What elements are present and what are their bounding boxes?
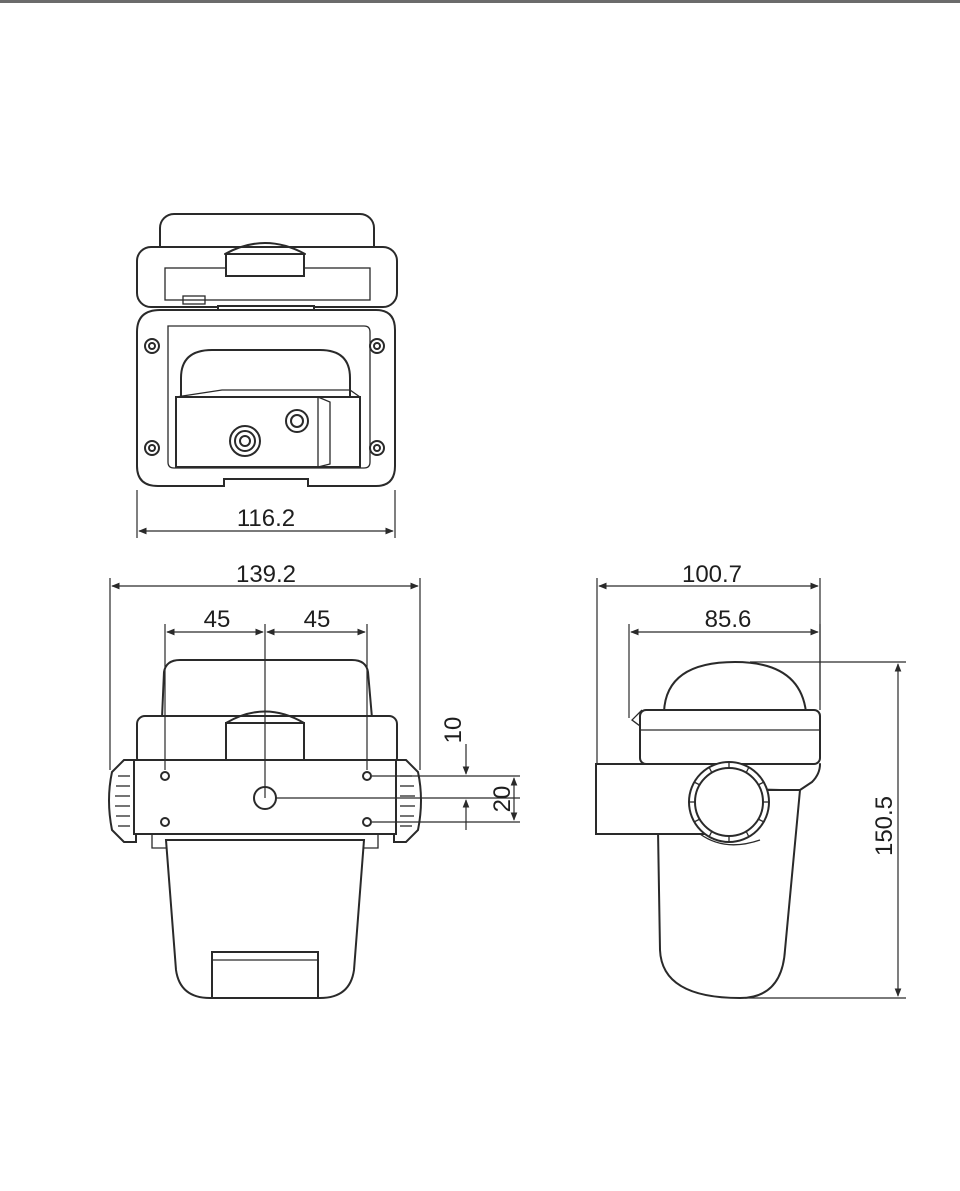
hole-bottom-left-icon <box>160 817 170 827</box>
side-lid-dome <box>662 660 808 713</box>
dim-label-side-body-width: 85.6 <box>705 606 752 633</box>
lid-latch <box>225 253 305 277</box>
dim-label-left-offset: 45 <box>204 606 231 633</box>
socket-small-icon <box>285 409 309 433</box>
side-view <box>595 660 821 1000</box>
knob-icon <box>694 767 764 837</box>
screw-bottom-right-icon <box>369 440 385 456</box>
dim-label-vertical-hole: 20 <box>489 786 516 813</box>
hinge-tab <box>182 295 206 305</box>
dim-label-top-width: 116.2 <box>237 505 295 532</box>
screw-bottom-left-icon <box>144 440 160 456</box>
dimension-vertical-holes: 10 20 <box>276 717 520 830</box>
dimension-side-height: 150.5 <box>745 661 906 999</box>
dimension-top-width: 116.2 <box>136 490 396 538</box>
hole-top-left-icon <box>160 771 170 781</box>
dimension-side-body-width: 85.6 <box>628 606 821 718</box>
top-view <box>136 213 398 487</box>
side-body <box>656 789 802 1000</box>
lid-hinge-arc <box>224 242 306 255</box>
dimension-hole-spacing: 45 45 <box>164 606 368 798</box>
housing-recess <box>167 325 371 469</box>
screw-top-right-icon <box>369 338 385 354</box>
screw-top-left-icon <box>144 338 160 354</box>
front-grip-left <box>108 759 137 843</box>
dim-label-side-total-width: 100.7 <box>682 561 742 588</box>
top-border <box>0 0 960 3</box>
front-bottom-tab <box>211 951 319 999</box>
hole-top-right-icon <box>362 771 372 781</box>
dim-label-vertical-small: 10 <box>440 717 467 744</box>
dim-label-side-height: 150.5 <box>871 796 898 856</box>
hole-bottom-right-icon <box>362 817 372 827</box>
dimension-front-total-width: 139.2 <box>109 561 421 770</box>
front-grip-right <box>393 759 422 843</box>
side-lid-band <box>639 709 821 765</box>
dim-label-right-offset: 45 <box>304 606 331 633</box>
inner-handle-arch <box>180 349 351 399</box>
front-lid-dome <box>161 659 373 719</box>
socket-plate <box>175 396 361 468</box>
dim-label-front-total-width: 139.2 <box>236 561 296 588</box>
